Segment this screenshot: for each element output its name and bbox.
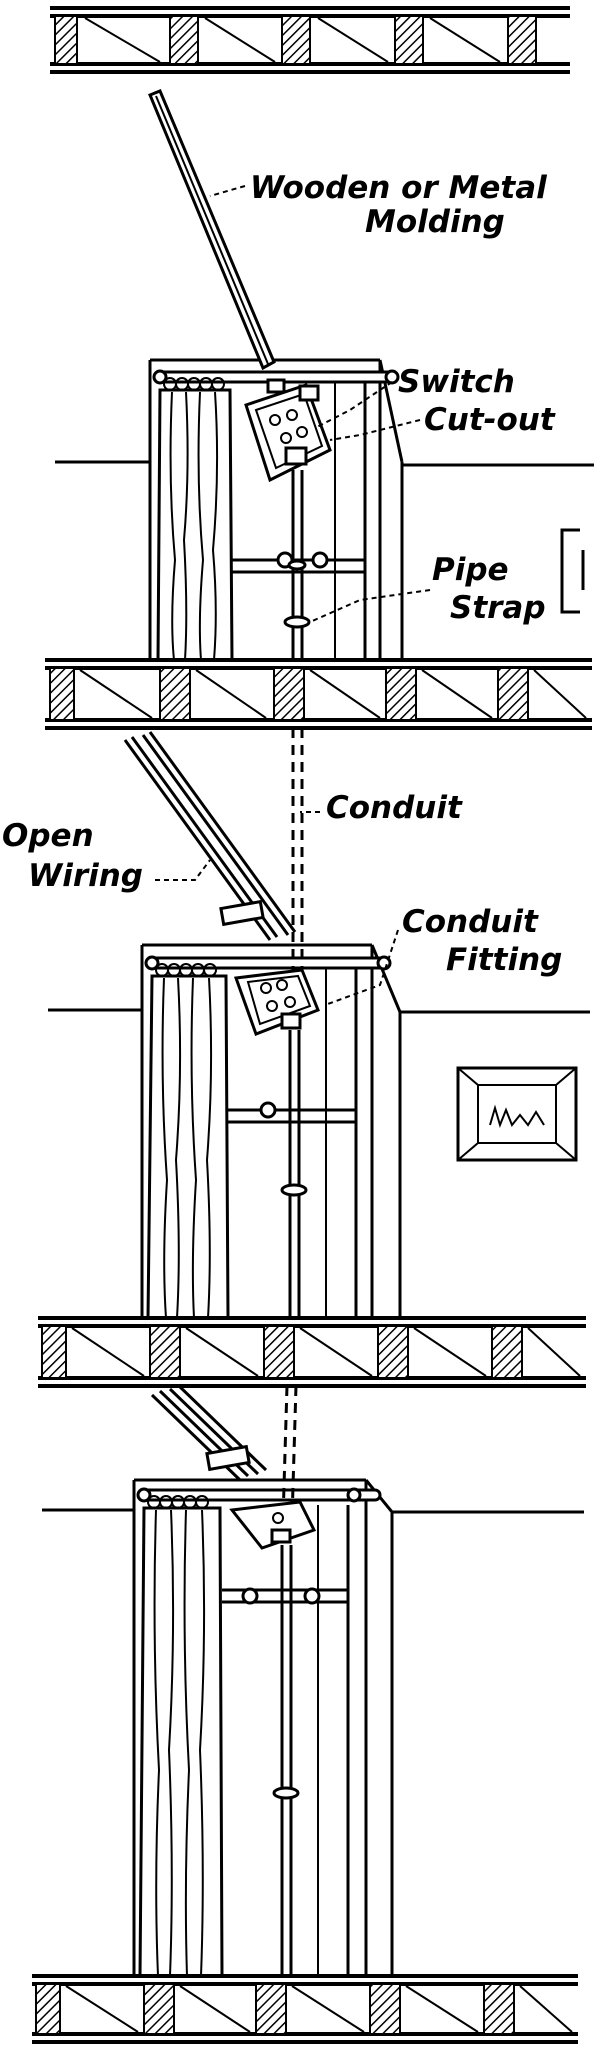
label-pipe-strap-line1: Pipe bbox=[432, 552, 509, 588]
conduit-hidden bbox=[281, 728, 304, 1521]
wooden-molding bbox=[148, 89, 276, 371]
label-conduit-fitting-line1: Conduit bbox=[402, 904, 539, 940]
label-conduit-fitting-line2: Fitting bbox=[446, 942, 562, 978]
label-conduit: Conduit bbox=[326, 790, 463, 826]
floor-joists-3 bbox=[32, 1974, 578, 2044]
switch-box-1 bbox=[244, 378, 332, 483]
floor-joists-1 bbox=[45, 658, 592, 730]
label-pipe-strap-line2: Strap bbox=[450, 590, 546, 626]
wall-lines bbox=[42, 460, 594, 1514]
booth-3 bbox=[132, 1478, 394, 1978]
open-wiring bbox=[123, 731, 297, 941]
conduit-fitting-box bbox=[233, 968, 320, 1036]
leader-lines bbox=[155, 185, 431, 1006]
labels: Wooden or Metal Molding Switch Cut-out P… bbox=[2, 170, 562, 978]
label-switch: Switch bbox=[398, 364, 515, 400]
label-cutout: Cut-out bbox=[424, 402, 556, 438]
conduit-2 bbox=[280, 1030, 308, 1318]
booth-2 bbox=[140, 943, 578, 1320]
open-wiring-3 bbox=[150, 1383, 317, 1976]
label-molding-line2: Molding bbox=[365, 204, 505, 240]
conduit-1 bbox=[283, 470, 311, 660]
label-open-wiring-line1: Open bbox=[2, 818, 94, 854]
floor-joists-2 bbox=[38, 1316, 586, 1388]
wall-bracket bbox=[560, 528, 585, 614]
label-molding-line1: Wooden or Metal bbox=[250, 170, 547, 206]
ceiling-joists-top bbox=[50, 6, 570, 74]
label-open-wiring-line2: Wiring bbox=[28, 858, 143, 894]
